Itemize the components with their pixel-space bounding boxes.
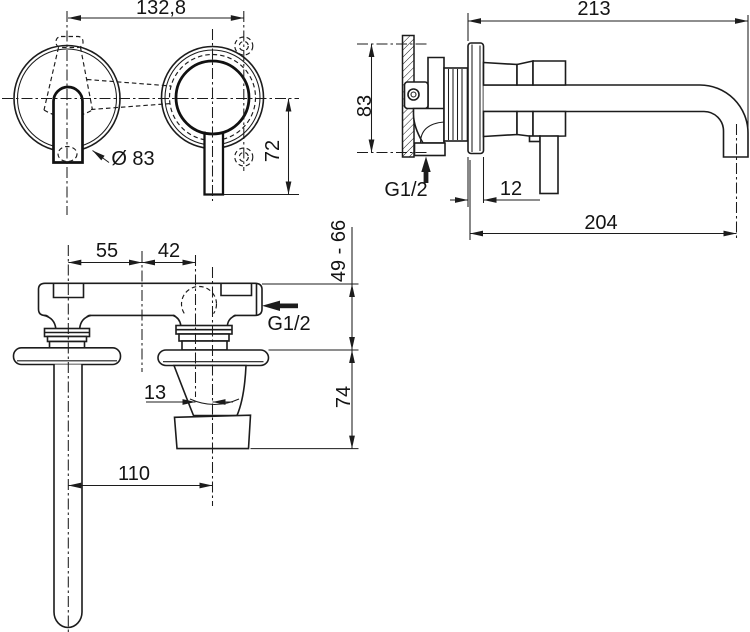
body-collar-bottom <box>482 110 518 138</box>
body-block-bottom <box>532 110 567 138</box>
inlet-arrow-icon <box>421 156 431 172</box>
dim-label-plate-depth: 12 <box>499 178 523 200</box>
spout-trumpet-curve <box>78 314 92 329</box>
hidden-flange-circle <box>168 53 257 142</box>
spout-ring <box>48 340 86 349</box>
spout-tube-front <box>203 131 225 196</box>
dim-label-spout-projection: 204 <box>584 212 618 234</box>
valve-trumpet-curve <box>172 314 182 326</box>
body-neck-bottom <box>516 110 534 138</box>
hidden-cartridge-bore <box>180 285 218 323</box>
valve-trumpet-fill <box>173 313 236 326</box>
rough-in-foot <box>413 142 446 157</box>
valve-trumpet-curve <box>226 314 237 326</box>
hidden-valve-cap <box>55 35 84 49</box>
dim-label-rough-in-height: 83 <box>354 94 376 118</box>
dim-label-total-projection: 213 <box>577 0 611 20</box>
spout-tube-plan <box>53 364 83 629</box>
valve-ring <box>181 340 228 351</box>
dim-label-depth-range: 49 - 66 <box>328 219 350 283</box>
valve-ring <box>178 333 230 342</box>
plan-view <box>12 227 359 632</box>
hidden-fixing-hole <box>234 147 254 167</box>
valve-escutcheon-plan <box>157 349 270 367</box>
body-neck-top <box>516 60 534 86</box>
inlet-arrow-shaft <box>280 303 298 309</box>
wall-plate <box>467 42 485 155</box>
spout-tube-side <box>483 84 749 158</box>
dim-label-valve-spacing: 42 <box>157 240 181 262</box>
spout-escutcheon-plan <box>12 346 122 366</box>
threaded-nipple <box>443 67 469 142</box>
hidden-valve-body-line <box>43 47 60 111</box>
mixer-body-bar <box>37 282 263 317</box>
inlet-arrow-icon <box>262 300 280 311</box>
spout-trumpet-fill <box>44 313 91 329</box>
hidden-fixing-hole <box>238 151 249 163</box>
dim-label-outlet-offset: 13 <box>143 382 167 404</box>
valve-stem <box>539 135 559 195</box>
hidden-fixing-hole <box>238 40 249 52</box>
rough-in-elbow <box>412 107 445 144</box>
dim-label-side-inlet-thread: G1/2 <box>384 179 428 201</box>
dim-label-body-depth: 74 <box>333 385 355 409</box>
front-view <box>2 11 299 215</box>
fixing-screw-center <box>410 91 417 98</box>
dim-label-spout-drop: 72 <box>262 139 284 163</box>
bar-notch <box>52 284 85 299</box>
dim-label-centers-distance: 132,8 <box>135 0 187 19</box>
hidden-screw-hole <box>57 145 78 163</box>
diameter-leader-arrow <box>92 150 105 161</box>
inlet-arrow-shaft <box>423 172 429 183</box>
spout-trumpet-curve <box>43 314 57 329</box>
bar-notch <box>220 284 253 297</box>
valve-step <box>528 135 541 143</box>
hidden-channel-line <box>90 102 172 111</box>
hidden-valve-body-line <box>79 47 94 111</box>
dim-label-escutcheon-diameter: Ø 83 <box>111 148 155 170</box>
body-block-top <box>532 60 567 86</box>
side-view <box>357 13 749 240</box>
dim-label-plan-inlet-thread: G1/2 <box>267 313 311 335</box>
valve-body-taper <box>172 364 247 417</box>
handle-lever <box>52 85 84 164</box>
body-collar-top <box>482 61 518 86</box>
hidden-channel-line <box>86 78 172 87</box>
elbow-curve-line <box>419 121 445 144</box>
dim-label-spout-offset: 110 <box>118 463 150 485</box>
fixing-screw <box>407 88 420 101</box>
dim-label-handle-spacing: 55 <box>95 240 119 262</box>
hidden-fixing-hole <box>234 36 254 56</box>
